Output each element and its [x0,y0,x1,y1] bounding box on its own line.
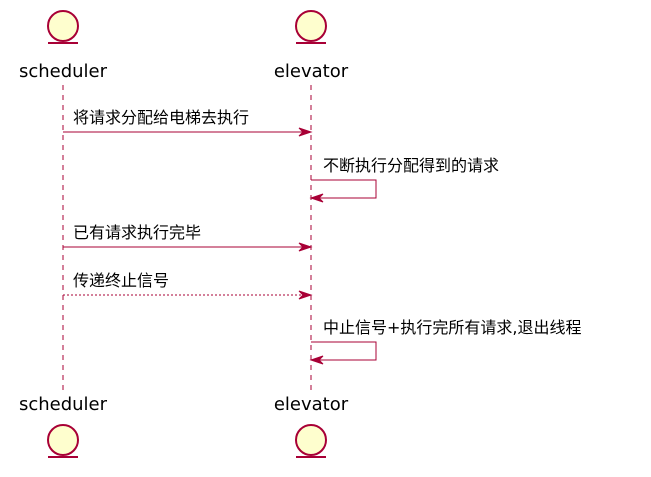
arrow-head-icon [298,242,313,252]
participant-label: elevator [274,394,349,415]
arrow-head-icon [309,355,324,365]
participant-label: elevator [274,61,349,82]
entity-icon [295,424,327,456]
message-label: 将请求分配给电梯去执行 [73,108,249,127]
message-label: 已有请求执行完毕 [73,223,201,242]
message-2: 不断执行分配得到的请求 [309,156,499,203]
arrow-head-icon [298,290,313,300]
message-5: 中止信号+执行完所有请求,退出线程 [309,318,582,365]
entity-icon [47,10,79,42]
entity-icon [47,424,79,456]
arrow-head-icon [298,127,313,137]
message-label: 不断执行分配得到的请求 [323,156,499,175]
participant-elevator-top: elevator [274,10,349,82]
self-message-line [311,341,377,361]
message-4: 传递终止信号 [63,271,313,300]
message-label: 传递终止信号 [73,271,169,290]
participant-scheduler-top: scheduler [19,10,108,82]
participant-scheduler-bottom: scheduler [19,394,108,458]
participant-elevator-bottom: elevator [274,394,349,458]
self-message-line [311,179,377,199]
message-1: 将请求分配给电梯去执行 [63,108,313,137]
arrow-head-icon [309,193,324,203]
message-label: 中止信号+执行完所有请求,退出线程 [323,318,582,337]
entity-icon [295,10,327,42]
participant-label: scheduler [19,394,108,415]
participant-label: scheduler [19,61,108,82]
message-3: 已有请求执行完毕 [63,223,313,252]
